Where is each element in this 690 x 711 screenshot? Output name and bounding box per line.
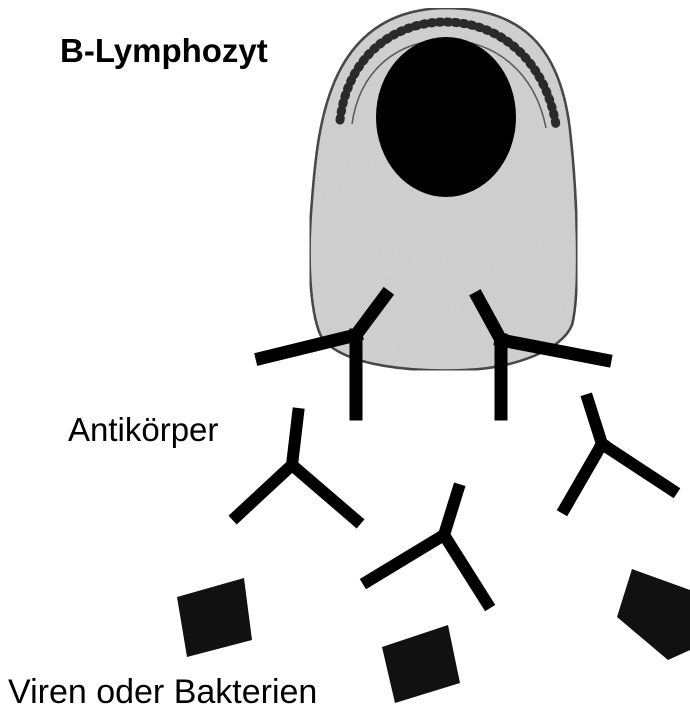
pathogen	[617, 569, 690, 660]
free-antibody	[565, 400, 672, 508]
pathogen-label: Viren oder Bakterien	[8, 675, 317, 709]
free-antibody	[237, 414, 356, 520]
antibody-label: Antikörper	[68, 413, 218, 446]
free-antibody	[368, 490, 487, 603]
pathogen	[382, 625, 460, 703]
cell-nucleus	[376, 37, 516, 197]
cell-title: B-Lymphozyt	[60, 34, 268, 67]
pathogen	[177, 578, 252, 657]
